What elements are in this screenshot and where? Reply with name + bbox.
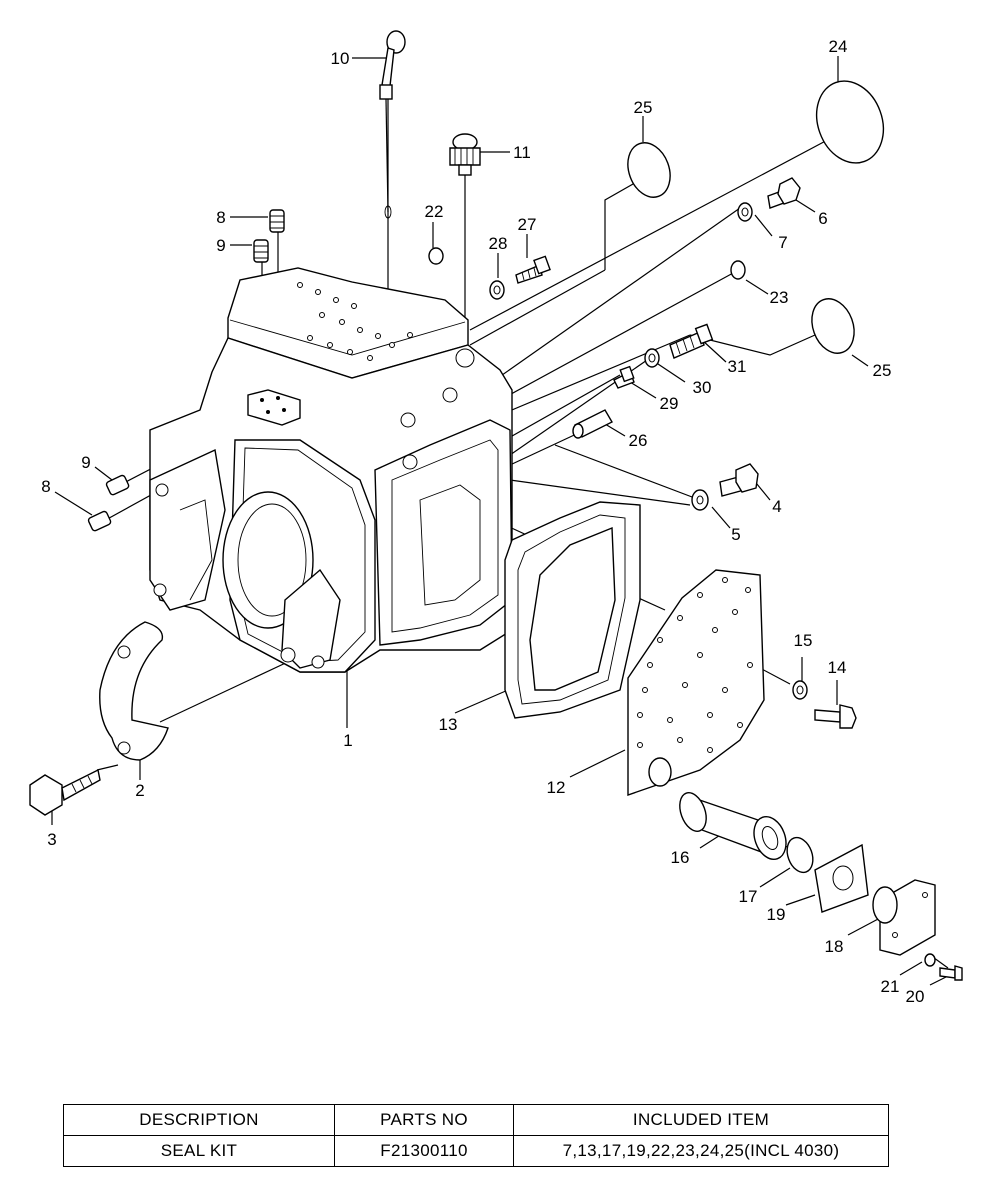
cell-included-item: 7,13,17,19,22,23,24,25(INCL 4030) xyxy=(513,1135,889,1167)
callout-4: 4 xyxy=(772,497,781,516)
bolt-3 xyxy=(29,768,101,816)
header-description: DESCRIPTION xyxy=(63,1104,335,1136)
parts-table: DESCRIPTION PARTS NO INCLUDED ITEM SEAL … xyxy=(63,1104,889,1167)
dowel-pin xyxy=(572,409,613,439)
cell-parts-no: F21300110 xyxy=(334,1135,514,1167)
callout-12: 12 xyxy=(547,778,566,797)
callout-5: 5 xyxy=(731,525,740,544)
header-included-item: INCLUDED ITEM xyxy=(513,1104,889,1136)
callout-16: 16 xyxy=(671,848,690,867)
tube xyxy=(679,792,787,861)
callout-25-top: 25 xyxy=(634,98,653,117)
housing-top-holes xyxy=(297,282,413,361)
callout-28: 28 xyxy=(489,234,508,253)
callout-25-bottom: 25 xyxy=(873,361,892,380)
callout-21: 21 xyxy=(881,977,900,996)
callout-17: 17 xyxy=(739,887,758,906)
callout-20: 20 xyxy=(906,987,925,1006)
dipstick xyxy=(379,30,406,219)
transmission-housing xyxy=(149,267,513,673)
callout-14: 14 xyxy=(828,658,847,677)
callout-15: 15 xyxy=(794,631,813,650)
callout-19: 19 xyxy=(767,905,786,924)
callout-3: 3 xyxy=(47,830,56,849)
seals xyxy=(428,80,885,874)
callout-1: 1 xyxy=(343,731,352,750)
callout-6: 6 xyxy=(818,209,827,228)
callout-8-left: 8 xyxy=(41,477,50,496)
callout-22: 22 xyxy=(425,202,444,221)
callout-9-top: 9 xyxy=(216,236,225,255)
callout-29: 29 xyxy=(660,394,679,413)
callout-10: 10 xyxy=(331,49,350,68)
gasket xyxy=(504,501,641,719)
callout-8-top: 8 xyxy=(216,208,225,227)
bolts xyxy=(515,177,963,981)
callout-7: 7 xyxy=(778,233,787,252)
table-header-row: DESCRIPTION PARTS NO INCLUDED ITEM xyxy=(63,1104,889,1136)
plugs xyxy=(87,209,285,532)
callout-27: 27 xyxy=(518,215,537,234)
callout-24: 24 xyxy=(829,37,848,56)
cell-description: SEAL KIT xyxy=(63,1135,335,1167)
header-parts-no: PARTS NO xyxy=(334,1104,514,1136)
bearing-cap xyxy=(99,621,169,761)
table-row: SEAL KIT F21300110 7,13,17,19,22,23,24,2… xyxy=(63,1135,889,1167)
callout-23: 23 xyxy=(770,288,789,307)
callout-labels: 1 2 3 4 5 6 7 8 9 10 11 12 13 14 15 16 1… xyxy=(41,37,924,1006)
exploded-parts-diagram: 1 2 3 4 5 6 7 8 9 10 11 12 13 14 15 16 1… xyxy=(29,30,963,1006)
callout-9-left: 9 xyxy=(81,453,90,472)
callout-2: 2 xyxy=(135,781,144,800)
callout-13: 13 xyxy=(439,715,458,734)
callout-11: 11 xyxy=(513,143,531,162)
callout-31: 31 xyxy=(728,357,747,376)
callout-18: 18 xyxy=(825,937,844,956)
callout-30: 30 xyxy=(693,378,712,397)
callout-26: 26 xyxy=(629,431,648,450)
end-cap xyxy=(872,879,936,956)
breather-cap xyxy=(449,133,481,176)
cover-plate xyxy=(627,569,765,796)
flange-plate xyxy=(814,843,869,913)
